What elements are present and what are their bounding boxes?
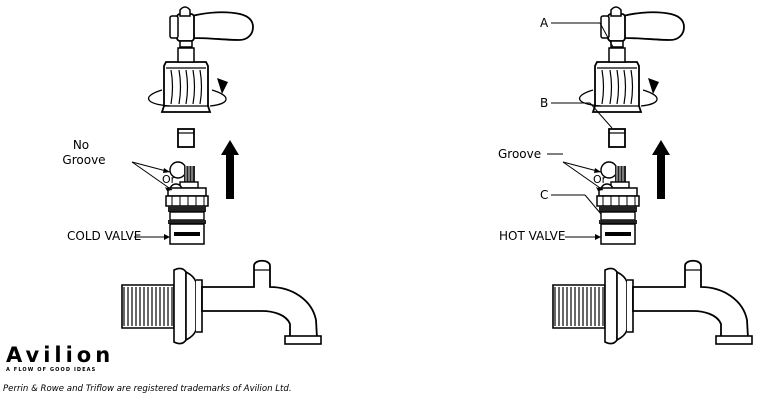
trademark-notice: Perrin & Rowe and Triflow are registered… [3,384,292,394]
brand-tagline: A FLOW OF GOOD IDEAS [6,367,97,373]
cold-valve-label: COLD VALVE [67,229,141,243]
or-label: Or [162,173,176,186]
groove-label-right: Groove [498,147,541,161]
no-label: No [73,138,89,152]
groove-label: Groove [62,153,105,167]
callout-a-label: A [540,16,549,30]
callout-b-leader-diag [589,102,613,129]
callout-c-leader-diag [584,194,602,215]
cold-tap-assembly [121,6,322,345]
brand-logo: Avilion A FLOW OF GOOD IDEAS [6,344,114,373]
hot-valve-label: HOT VALVE [499,229,565,243]
callout-b-label: B [540,96,548,110]
or-label-right: Or [593,173,607,186]
brand-name: Avilion [6,343,115,367]
hot-tap-assembly [552,6,753,345]
callout-c-label: C [540,188,548,202]
callout-a-leader-diag [599,22,614,48]
